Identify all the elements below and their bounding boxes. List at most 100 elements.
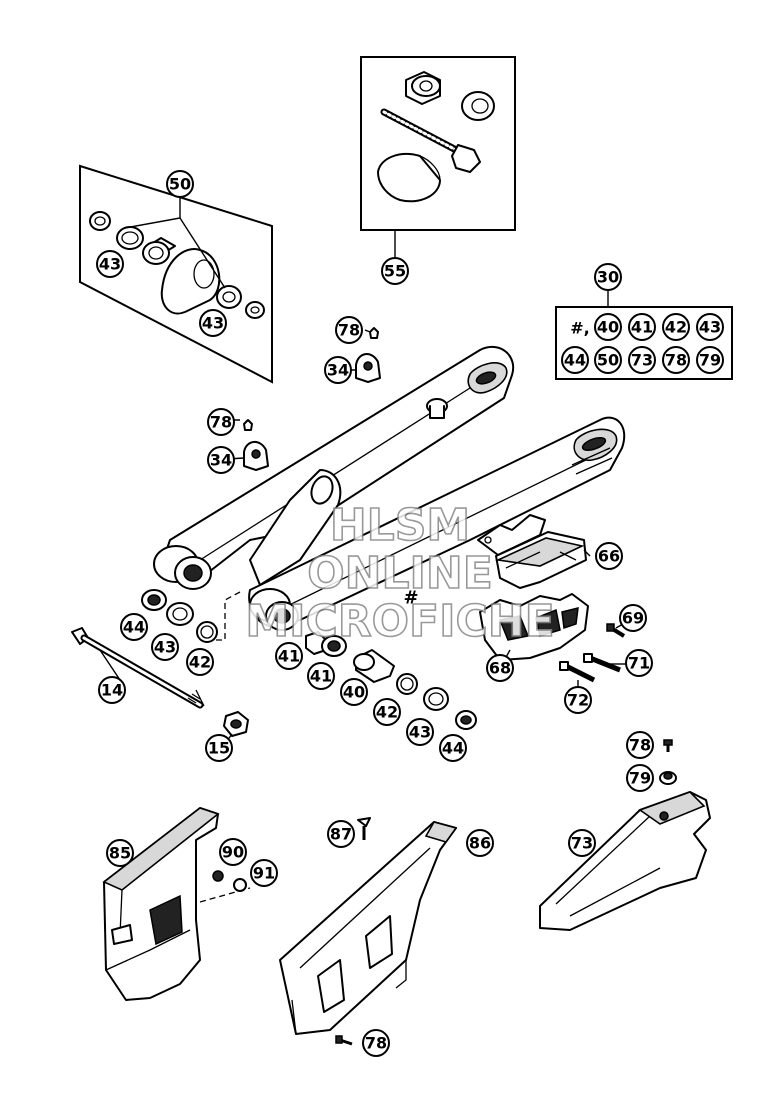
svg-text:40: 40 [343, 683, 365, 702]
svg-text:34: 34 [327, 361, 349, 380]
label-78-top: 78 [335, 316, 363, 344]
svg-text:44: 44 [123, 618, 145, 637]
svg-text:14: 14 [101, 681, 123, 700]
svg-text:30: 30 [597, 268, 619, 287]
label-78-guard: 78 [362, 1029, 390, 1057]
label-42-left: 42 [186, 648, 214, 676]
label-41-b: 41 [307, 662, 335, 690]
svg-text:50: 50 [597, 351, 619, 370]
label-43-right: 43 [406, 718, 434, 746]
svg-text:78: 78 [629, 736, 651, 755]
watermark-line3: MICROFICHE [245, 596, 554, 647]
screw-69 [606, 623, 626, 638]
svg-text:66: 66 [598, 547, 620, 566]
label-91: 91 [250, 859, 278, 887]
label-90: 90 [219, 838, 247, 866]
svg-text:42: 42 [189, 653, 211, 672]
washer-79 [659, 771, 677, 785]
label-87: 87 [327, 820, 355, 848]
svg-text:85: 85 [109, 844, 131, 863]
label-79: 79 [626, 764, 654, 792]
kit-panel-55 [360, 56, 516, 258]
kit-30-item-44: 44 [561, 346, 589, 374]
svg-text:90: 90 [222, 843, 244, 862]
hash-mark: # [403, 588, 418, 609]
label-44-right: 44 [439, 734, 467, 762]
label-66: 66 [595, 542, 623, 570]
pivot-parts-right [305, 631, 477, 730]
guard-85 [102, 807, 220, 1001]
svg-text:42: 42 [376, 703, 398, 722]
svg-text:50: 50 [169, 175, 191, 194]
label-73: 73 [568, 829, 596, 857]
label-41-a: 41 [275, 642, 303, 670]
label-14: 14 [98, 676, 126, 704]
kit-30-item-42: 42 [662, 313, 690, 341]
kit-30-item-78: 78 [662, 346, 690, 374]
pivot-parts-left [141, 589, 218, 643]
svg-text:73: 73 [571, 834, 593, 853]
kit-30-item-43: 43 [696, 313, 724, 341]
svg-text:55: 55 [384, 262, 406, 281]
nut-90 [212, 870, 224, 882]
svg-text:87: 87 [330, 825, 352, 844]
chain-slider-73 [539, 791, 711, 931]
svg-text:40: 40 [597, 318, 619, 337]
label-34-mid: 34 [207, 446, 235, 474]
svg-text:44: 44 [564, 351, 586, 370]
label-68: 68 [486, 654, 514, 682]
svg-text:43: 43 [99, 255, 121, 274]
svg-text:68: 68 [489, 659, 511, 678]
label-30: 30 [594, 263, 622, 291]
kit-30-item-41: 41 [628, 313, 656, 341]
svg-text:78: 78 [338, 321, 360, 340]
svg-text:71: 71 [628, 654, 650, 673]
watermark-line1: HLSM [330, 500, 470, 551]
svg-text:69: 69 [622, 609, 644, 628]
clamp-lower [243, 419, 269, 471]
washer-91 [233, 878, 247, 892]
chain-guide-68 [479, 593, 589, 661]
label-34-top: 34 [324, 356, 352, 384]
svg-text:44: 44 [442, 739, 464, 758]
label-78-slider: 78 [626, 731, 654, 759]
svg-text:91: 91 [253, 864, 275, 883]
nut-15 [223, 711, 249, 737]
label-43-kit-a: 43 [96, 250, 124, 278]
kit-30-hash: #, [570, 319, 589, 338]
svg-text:79: 79 [629, 769, 651, 788]
watermark-line2: ONLINE [307, 548, 493, 599]
label-43-left: 43 [151, 633, 179, 661]
svg-text:41: 41 [631, 318, 653, 337]
bolt-72 [559, 661, 596, 683]
svg-text:41: 41 [310, 667, 332, 686]
callout-labels: 50 43 43 55 30 #, 40 41 42 43 44 50 73 7… [96, 170, 724, 1057]
kit-30-item-73: 73 [628, 346, 656, 374]
label-69: 69 [619, 604, 647, 632]
bolt-71 [583, 653, 621, 673]
kit-30-item-79: 79 [696, 346, 724, 374]
swingarm [153, 345, 626, 631]
kit-30-item-40: 40 [594, 313, 622, 341]
label-43-kit-b: 43 [199, 309, 227, 337]
label-85: 85 [106, 839, 134, 867]
svg-text:43: 43 [409, 723, 431, 742]
label-15: 15 [205, 734, 233, 762]
svg-text:42: 42 [665, 318, 687, 337]
chain-guide-66 [495, 531, 587, 589]
label-42-right: 42 [373, 698, 401, 726]
screw-87 [357, 817, 371, 840]
label-50-kit: 50 [166, 170, 194, 198]
svg-text:78: 78 [210, 413, 232, 432]
screw-78-slider [663, 739, 673, 752]
guard-dash [199, 887, 251, 903]
label-71: 71 [625, 649, 653, 677]
axle-bolt-14 [71, 627, 205, 709]
kit-30-item-50: 50 [594, 346, 622, 374]
svg-text:43: 43 [154, 638, 176, 657]
svg-text:78: 78 [365, 1034, 387, 1053]
label-72: 72 [564, 686, 592, 714]
label-86: 86 [466, 829, 494, 857]
svg-text:86: 86 [469, 834, 491, 853]
label-44-left: 44 [120, 613, 148, 641]
